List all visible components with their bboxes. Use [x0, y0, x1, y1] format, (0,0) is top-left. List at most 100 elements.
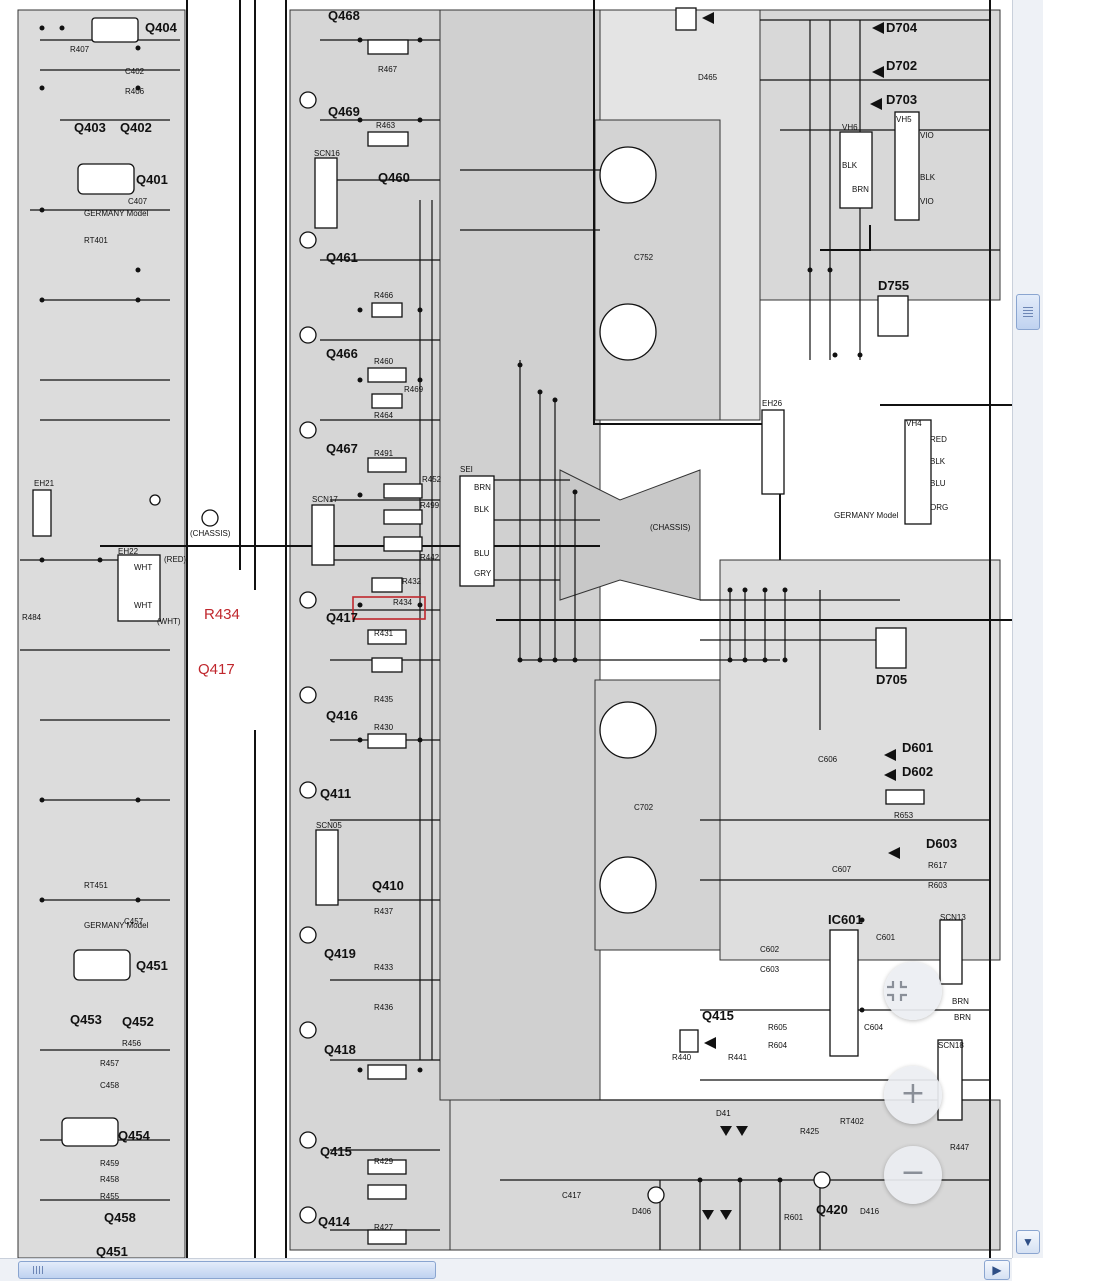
label-r464: R464 [374, 411, 394, 420]
highlight-box [352, 596, 426, 620]
label-r435: R435 [374, 695, 394, 704]
label-q467: Q467 [326, 441, 358, 456]
label-q419: Q419 [324, 946, 356, 961]
label-q468: Q468 [328, 8, 360, 23]
label-scn16: SCN16 [314, 149, 340, 158]
label-q403: Q403 [74, 120, 106, 135]
label-ic601: IC601 [828, 912, 863, 927]
label-q454: Q454 [118, 1128, 151, 1143]
label-wht-1: WHT [134, 563, 152, 572]
zoom-in-icon: + [900, 1076, 926, 1111]
horizontal-scroll-thumb[interactable] [18, 1261, 436, 1279]
label-eh21: EH21 [34, 479, 55, 488]
label-blk-1: BLK [474, 505, 490, 514]
label-c417: C417 [562, 1191, 582, 1200]
label-r499: R499 [420, 501, 440, 510]
label-blk-4: BLK [930, 457, 946, 466]
label-germany-model-2: GERMANY Model [84, 921, 149, 930]
label-c607: C607 [832, 865, 852, 874]
label-r406: R406 [125, 87, 145, 96]
label-r617: R617 [928, 861, 948, 870]
chevron-right-icon: ▶ [992, 1263, 1002, 1277]
callout-r434: R434 [204, 606, 240, 623]
label-r463: R463 [376, 121, 396, 130]
vertical-scrollbar[interactable]: ▼ [1012, 0, 1043, 1258]
label-eh26: EH26 [762, 399, 783, 408]
label-r452: R452 [422, 475, 442, 484]
label-blu-1: BLU [474, 549, 490, 558]
label-d602: D602 [902, 764, 933, 779]
label-r460: R460 [374, 357, 394, 366]
label-vh6: VH6 [842, 123, 858, 132]
label-r459: R459 [100, 1159, 120, 1168]
horizontal-scrollbar[interactable] [0, 1258, 1012, 1281]
label-r442: R442 [420, 553, 440, 562]
label-eh22: EH22 [118, 547, 139, 556]
label-q461: Q461 [326, 250, 358, 265]
label-c602: C602 [760, 945, 780, 954]
label-scn18: SCN18 [938, 1041, 964, 1050]
label-chassis-2: (CHASSIS) [650, 523, 691, 532]
component-labels: Q404 R407 C402 R406 Q403 Q402 Q401 C407 … [22, 8, 971, 1258]
label-q417-pcb: Q417 [326, 610, 358, 625]
label-q451: Q451 [136, 958, 168, 973]
label-r601: R601 [784, 1213, 804, 1222]
label-r605: R605 [768, 1023, 788, 1032]
label-r491: R491 [374, 449, 394, 458]
label-r441: R441 [728, 1053, 748, 1062]
label-r436: R436 [374, 1003, 394, 1012]
label-q451b: Q451 [96, 1244, 128, 1258]
label-q411: Q411 [320, 786, 351, 801]
label-c457: C457 [124, 917, 144, 926]
zoom-in-button[interactable]: + [884, 1066, 942, 1124]
label-c458: C458 [100, 1081, 120, 1090]
label-r429: R429 [374, 1157, 394, 1166]
label-r434-pcb: R434 [393, 598, 413, 607]
label-d601: D601 [902, 740, 933, 755]
label-sei: SEI [460, 465, 473, 474]
label-r407: R407 [70, 45, 90, 54]
fit-to-screen-button[interactable] [884, 962, 942, 1020]
label-q458: Q458 [104, 1210, 136, 1225]
label-r437: R437 [374, 907, 394, 916]
label-d416: D416 [860, 1207, 880, 1216]
label-r456: R456 [122, 1039, 142, 1048]
label-c601: C601 [876, 933, 896, 942]
vertical-scroll-thumb[interactable] [1016, 294, 1040, 330]
label-wht-2: WHT [134, 601, 152, 610]
label-r431: R431 [374, 629, 394, 638]
label-c702: C702 [634, 803, 654, 812]
label-q420: Q420 [816, 1202, 848, 1217]
label-brn-2: BRN [852, 185, 869, 194]
label-germany-model-1: GERMANY Model [84, 209, 149, 218]
label-d755: D755 [878, 278, 909, 293]
scroll-right-button[interactable]: ▶ [984, 1260, 1010, 1280]
label-q466: Q466 [326, 346, 358, 361]
label-r603: R603 [928, 881, 948, 890]
label-r484: R484 [22, 613, 42, 622]
pad-dots [39, 25, 865, 1183]
label-blk-3: BLK [920, 173, 936, 182]
label-scn17: SCN17 [312, 495, 338, 504]
label-c402: C402 [125, 67, 145, 76]
schematic-viewport[interactable]: Q404 R407 C402 R406 Q403 Q402 Q401 C407 … [0, 0, 1012, 1258]
components [32, 7, 963, 1245]
label-red: (RED) [164, 555, 187, 564]
label-wht-3: (WHT) [157, 617, 181, 626]
label-r469: R469 [404, 385, 424, 394]
trace-network [20, 19, 1000, 1250]
callout-q417: Q417 [198, 661, 235, 678]
label-rt402: RT402 [840, 1117, 864, 1126]
label-q416: Q416 [326, 708, 358, 723]
label-q418: Q418 [324, 1042, 356, 1057]
label-r425: R425 [800, 1127, 820, 1136]
pcb-diagram: Q404 R407 C402 R406 Q403 Q402 Q401 C407 … [17, 0, 1012, 1258]
label-q415: Q415 [320, 1144, 352, 1159]
zoom-out-button[interactable]: − [884, 1146, 942, 1204]
scroll-down-button[interactable]: ▼ [1016, 1230, 1040, 1254]
label-q402: Q402 [120, 120, 152, 135]
label-vio-1: VIO [920, 131, 934, 140]
label-r466: R466 [374, 291, 394, 300]
chevron-down-icon: ▼ [1022, 1235, 1034, 1249]
label-rt401: RT401 [84, 236, 108, 245]
